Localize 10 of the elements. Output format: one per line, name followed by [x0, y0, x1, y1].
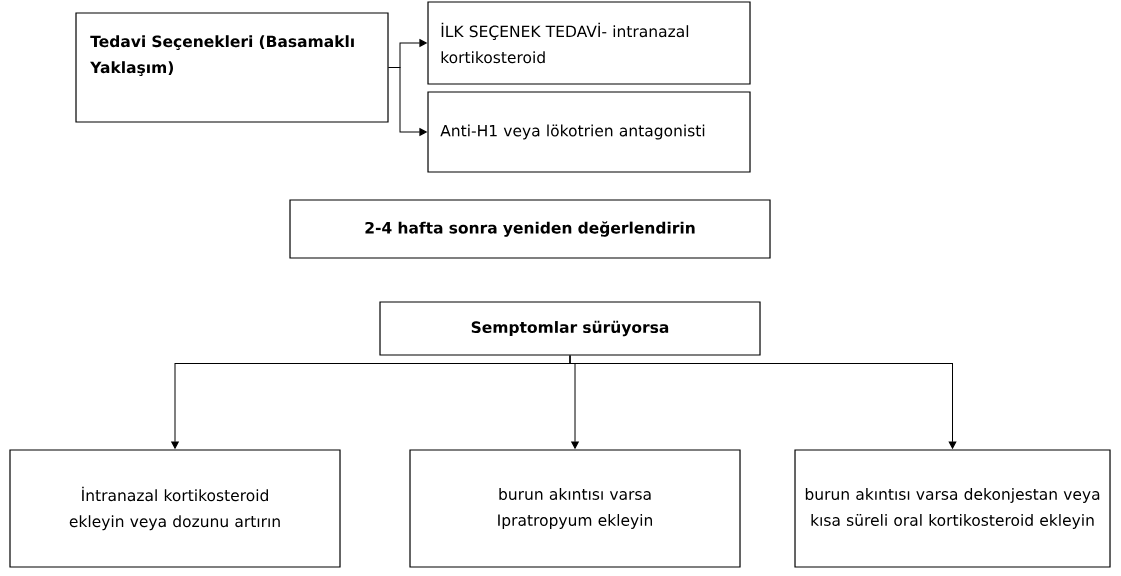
process-box: 2-4 hafta sonra yeniden değerlendirin	[289, 199, 771, 259]
process-box: İntranazal kortikosteroid ekleyin veya dozunu artırın	[9, 449, 341, 568]
arrow	[388, 67, 427, 136]
process-box: Anti-H1 veya lökotrien antagonisti	[427, 91, 751, 173]
process-box: Tedavi Seçenekleri (Basamaklı Yaklaşım)	[75, 12, 389, 123]
arrow	[569, 355, 957, 449]
process-box: İLK SEÇENEK TEDAVİ- intranazal kortikosteroid	[427, 1, 751, 85]
process-box: burun akıntısı varsa dekonjestan veya kısa süreli oral kortikosteroid ekleyin	[794, 449, 1111, 568]
process-box: burun akıntısı varsa Ipratropyum ekleyin	[409, 449, 741, 568]
process-box: Semptomlar sürüyorsa	[379, 301, 761, 356]
